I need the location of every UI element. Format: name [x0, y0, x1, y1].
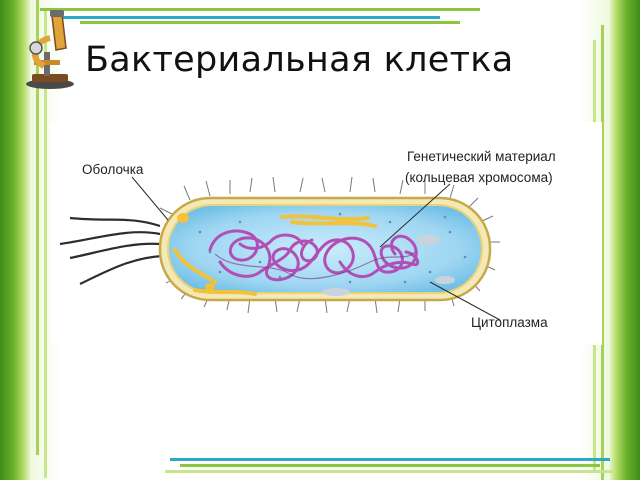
inclusion-granule: [205, 283, 215, 291]
leader-lines: [131, 176, 501, 321]
label-genetic-material-note: (кольцевая хромосома): [405, 170, 553, 185]
flagella: [59, 216, 163, 285]
frame-line: [60, 16, 440, 19]
slide-title: Бактериальная клетка: [85, 40, 514, 80]
frame-line: [40, 8, 480, 11]
cell-illustration: Оболочка Генетический материал (кольцева…: [59, 149, 556, 330]
label-membrane: Оболочка: [82, 162, 144, 177]
frame-line: [180, 464, 600, 467]
frame-line: [165, 470, 615, 473]
ribosomes: [198, 212, 467, 284]
right-frame-band: [610, 0, 640, 480]
frame-line: [170, 458, 610, 461]
label-cytoplasm: Цитоплазма: [471, 315, 548, 330]
frame-line: [44, 8, 47, 478]
label-genetic-material: Генетический материал: [407, 149, 556, 164]
frame-line: [36, 0, 39, 455]
inclusions: [173, 214, 377, 296]
chromosome-shadow: [214, 251, 416, 280]
microscope-icon: [26, 10, 74, 89]
left-frame-band: [0, 0, 30, 480]
inclusion-granule: [177, 213, 189, 223]
bacterial-cell-diagram: Оболочка Генетический материал (кольцева…: [50, 122, 602, 345]
frame-line: [601, 25, 604, 480]
vacuoles: [322, 235, 455, 296]
frame-line: [80, 21, 460, 24]
chromosome: [208, 229, 420, 282]
